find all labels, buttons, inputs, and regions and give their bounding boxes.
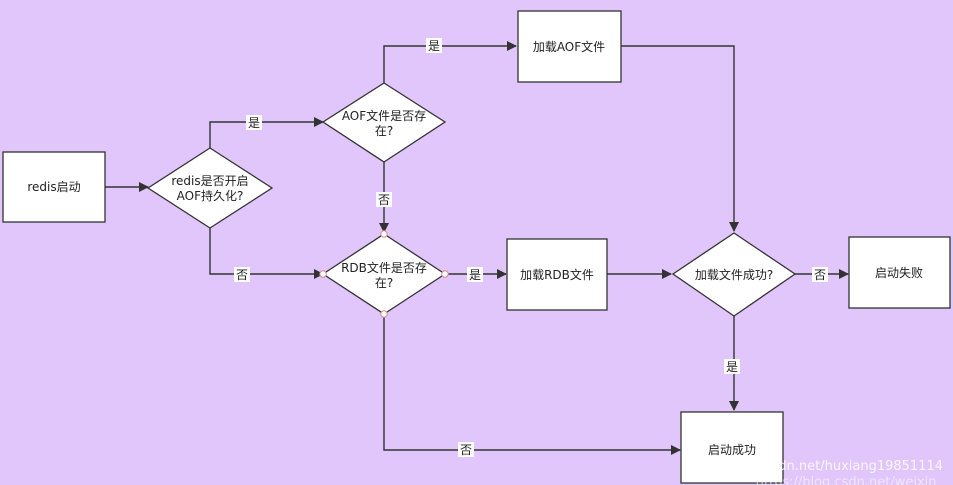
- node-q-persist-label-line1: redis是否开启: [171, 174, 248, 188]
- edge-labels: 是 否 是 否 是 否 否 是: [234, 38, 828, 457]
- watermark: https://blog.csdn.net/huxiang19851114 ht…: [686, 459, 944, 485]
- node-q-persist-label-line2: AOF持久化?: [177, 188, 244, 203]
- node-load-aof: 加载AOF文件: [517, 10, 622, 83]
- node-q-aof: AOF文件是否存 在?: [321, 82, 447, 163]
- connector-dot-bottom: [380, 310, 388, 318]
- edge-persist-yes-to-aof: [209, 117, 324, 148]
- node-q-rdb-label-line1: RDB文件是否存: [341, 260, 427, 275]
- node-load-aof-label: 加载AOF文件: [533, 39, 605, 54]
- node-q-load: 加载文件成功?: [671, 232, 797, 317]
- edge-label-qload-yes: 是: [726, 360, 738, 374]
- connector-dot-left: [319, 270, 327, 278]
- edge-label-persist-no: 否: [236, 268, 248, 282]
- node-load-rdb-label: 加载RDB文件: [520, 267, 594, 282]
- edge-persist-no-to-rdb: [209, 228, 324, 279]
- edge-load-aof-to-qload: [621, 45, 739, 232]
- node-q-aof-label-line1: AOF文件是否存: [342, 108, 426, 123]
- edge-label-qload-no: 否: [814, 268, 826, 282]
- node-start-label: redis启动: [27, 180, 80, 194]
- watermark-line2: https://blog.csdn.net/weixin_: [756, 475, 944, 485]
- connector-dot-top: [380, 230, 388, 238]
- edge-label-rdb-no: 否: [460, 443, 472, 457]
- edge-label-rdb-yes: 是: [469, 268, 481, 282]
- node-load-rdb: 加载RDB文件: [506, 238, 608, 311]
- node-fail: 启动失败: [848, 236, 951, 309]
- edge-rdb-no-to-success: [383, 314, 681, 455]
- node-q-load-label: 加载文件成功?: [695, 267, 773, 282]
- node-q-persist: redis是否开启 AOF持久化?: [146, 147, 274, 229]
- node-success-label: 启动成功: [708, 443, 756, 457]
- connector-dot-right: [441, 270, 449, 278]
- watermark-line1: https://blog.csdn.net/huxiang19851114: [686, 459, 943, 474]
- edge-label-aof-yes: 是: [428, 39, 440, 53]
- node-fail-label: 启动失败: [875, 265, 923, 280]
- node-q-aof-label-line2: 在?: [375, 124, 393, 138]
- node-q-rdb: RDB文件是否存 在?: [319, 230, 449, 318]
- node-start: redis启动: [2, 151, 106, 223]
- node-q-rdb-label-line2: 在?: [375, 276, 393, 290]
- edge-label-aof-no: 否: [378, 193, 390, 207]
- node-success: 启动成功: [680, 411, 784, 484]
- edge-aof-yes-to-load-aof: [383, 41, 517, 83]
- edge-label-persist-yes: 是: [248, 116, 260, 130]
